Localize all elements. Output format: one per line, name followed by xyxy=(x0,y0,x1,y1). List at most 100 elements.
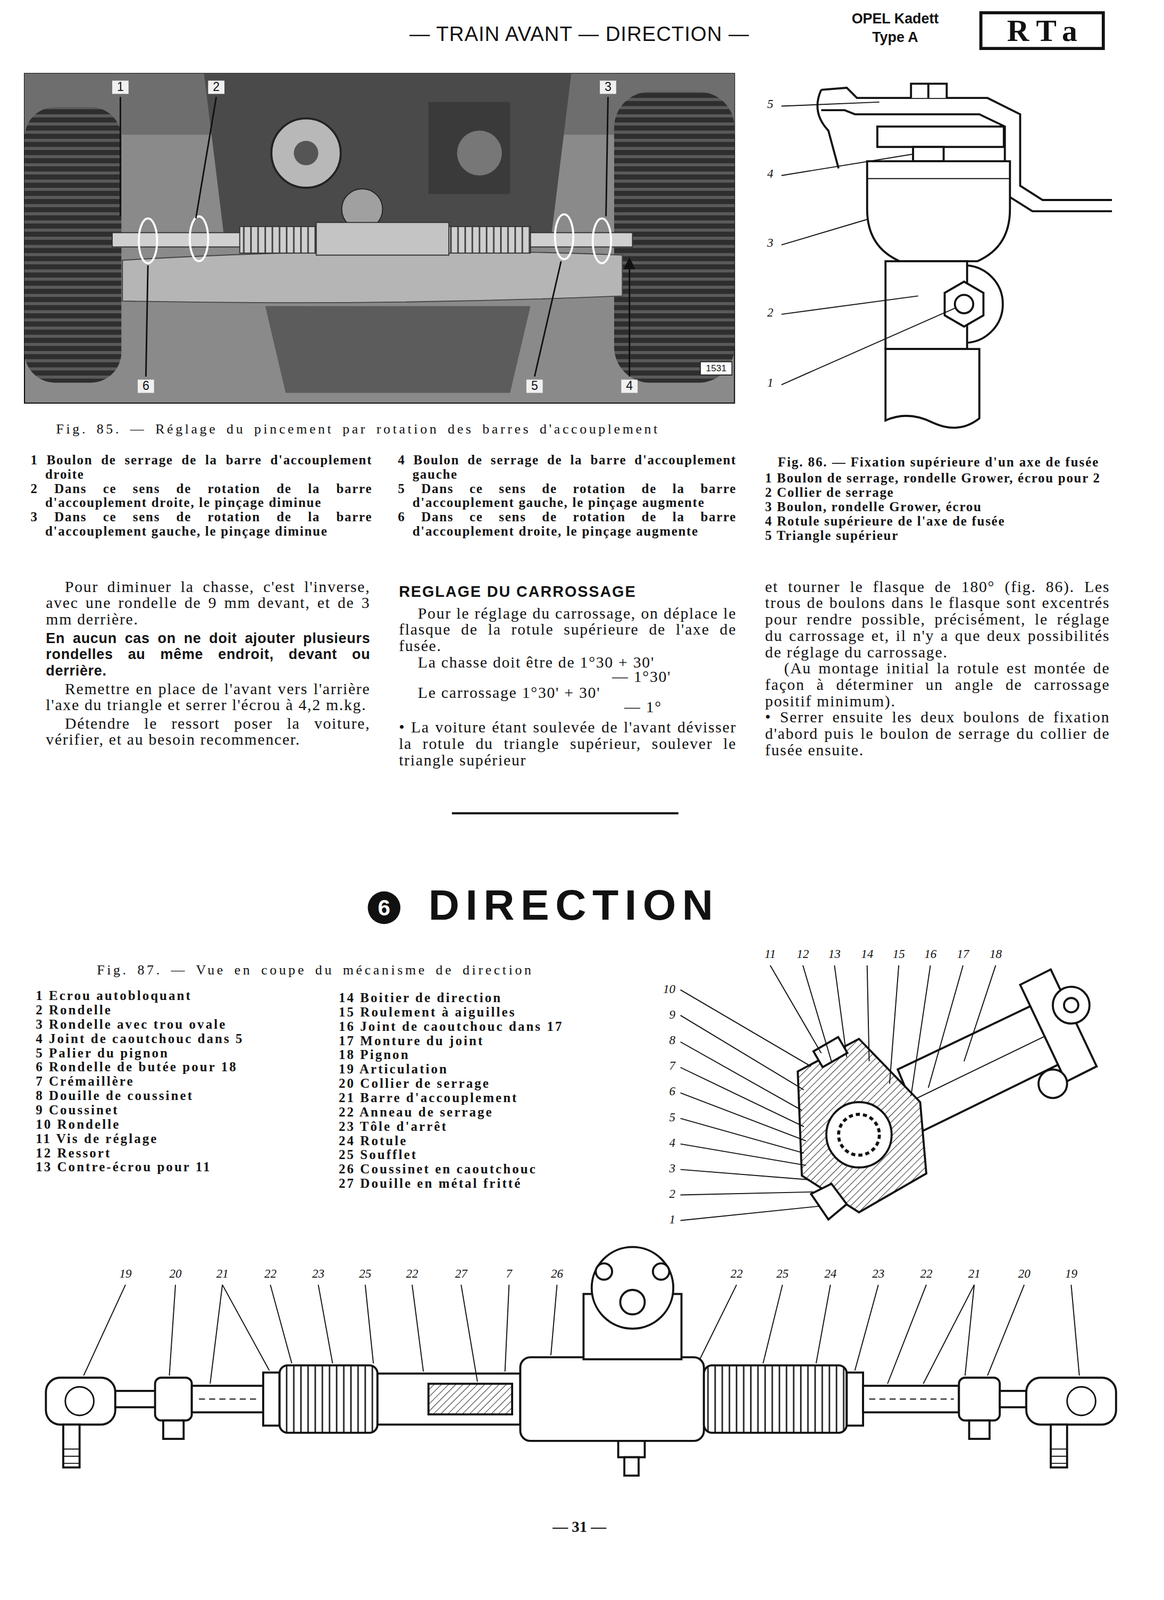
drawing-fig86 xyxy=(944,281,984,327)
legend-item: 9 Coussinet xyxy=(35,1102,332,1118)
body-text: • Serrer ensuite les deux boulons de fix… xyxy=(765,708,1110,758)
node-text: RTa xyxy=(998,14,1086,47)
drawing-steering-rack xyxy=(618,1440,646,1457)
callout-number: 21 xyxy=(211,1267,234,1281)
drawing-steering-rack xyxy=(550,1284,558,1355)
callout-number: 5 xyxy=(648,1110,676,1124)
drawing-steering-rack xyxy=(318,1284,333,1363)
drawing-steering-rack xyxy=(377,1372,521,1425)
section-number-disc: 6 xyxy=(367,890,401,925)
callout-number: 25 xyxy=(771,1267,794,1281)
callout-number: 19 xyxy=(114,1267,137,1281)
body-text: Détendre le ressort poser la voiture, vé… xyxy=(45,715,371,748)
drawing-steering-box xyxy=(834,965,847,1058)
photo-fig85 xyxy=(534,261,561,377)
drawing-steering-rack xyxy=(505,1284,510,1371)
drawing-steering-rack xyxy=(923,1284,975,1384)
disc-shape xyxy=(367,891,401,924)
drawing-steering-box xyxy=(1038,1069,1068,1099)
drawing-steering-box xyxy=(928,965,963,1088)
photo-fig85 xyxy=(204,73,572,240)
drawing-steering-rack xyxy=(83,1284,126,1376)
drawing-steering-box xyxy=(802,965,832,1061)
drawing-steering-box xyxy=(797,1038,927,1212)
callout-number: 5 xyxy=(761,97,779,112)
drawing-fig86 xyxy=(927,83,930,98)
photo-fig85 xyxy=(448,226,531,254)
photo-fig85 xyxy=(265,306,531,393)
legend-item: 3 Dans ce sens de rotation de la barre d… xyxy=(30,509,373,539)
drawing-steering-rack xyxy=(222,1284,270,1370)
drawing-steering-rack xyxy=(987,1284,1025,1376)
photo-fig85 xyxy=(138,218,158,264)
drawing-steering-box xyxy=(813,1036,848,1068)
photo-fig85 xyxy=(120,96,630,377)
drawing-steering-rack xyxy=(869,1397,954,1400)
callout-number: 1 xyxy=(761,376,779,390)
callout-number: 2 xyxy=(648,1187,676,1201)
drawing-steering-rack xyxy=(816,1284,831,1363)
legend-item: 2 Dans ce sens de rotation de la barre d… xyxy=(30,481,373,510)
callout-number: 10 xyxy=(648,982,676,996)
drawing-steering-box xyxy=(964,965,996,1061)
legend-item: 5 Dans ce sens de rotation de la barre d… xyxy=(397,481,737,510)
drawing-steering-box xyxy=(680,965,1097,1221)
drawing-steering-rack xyxy=(958,1377,1000,1421)
drawing-steering-box xyxy=(1052,986,1090,1024)
legend-item: 17 Monture du joint xyxy=(338,1033,646,1048)
legend-item: 5 Palier du pignon xyxy=(35,1045,332,1060)
callout-number: 23 xyxy=(867,1267,890,1281)
callout-number: 4 xyxy=(761,167,779,181)
figure-caption: Fig. 85. — Réglage du pincement par rota… xyxy=(56,421,751,438)
drawing-steering-rack xyxy=(163,1420,184,1439)
drawing-steering-rack xyxy=(1067,1386,1096,1415)
photo-fig85 xyxy=(294,140,319,166)
callout-number: 27 xyxy=(449,1267,473,1281)
callout-number: 18 xyxy=(985,947,1006,961)
drawing-steering-rack xyxy=(969,1420,990,1439)
drawing-steering-box xyxy=(680,1143,807,1166)
photo-fig85 xyxy=(606,96,609,216)
photo-fig85 xyxy=(24,73,735,404)
photo-fig85 xyxy=(145,265,148,377)
callout-number: 26 xyxy=(545,1267,568,1281)
legend-item: 7 Crémaillère xyxy=(35,1074,332,1089)
callout-number: 22 xyxy=(400,1267,424,1281)
make-label: OPEL Kadett xyxy=(831,10,960,28)
callout-number: 19 xyxy=(1059,1267,1083,1281)
body-text: et tourner le flasque de 180° (fig. 86).… xyxy=(765,578,1110,660)
callout-number: 13 xyxy=(824,947,845,961)
drawing-steering-rack xyxy=(63,1448,80,1463)
drawing-steering-rack xyxy=(763,1284,783,1363)
drawing-fig86 xyxy=(877,126,1004,147)
callout-number: 20 xyxy=(164,1267,187,1281)
callout-number: 4 xyxy=(648,1135,676,1150)
callout-number: 11 xyxy=(759,947,781,961)
photo-fig85 xyxy=(428,102,510,195)
legend-item: 23 Tôle d'arrêt xyxy=(338,1119,646,1134)
callout-number: 2 xyxy=(207,80,225,95)
separator-rule xyxy=(451,811,679,815)
drawing-fig86 xyxy=(885,348,980,428)
legend-item: 20 Collier de serrage xyxy=(338,1076,646,1091)
drawing-steering-box xyxy=(680,1118,805,1153)
drawing-steering-rack xyxy=(198,1397,261,1400)
callout-number: 17 xyxy=(952,947,974,961)
legend-item: 2 Rondelle xyxy=(35,1002,332,1018)
drawing-steering-rack xyxy=(699,1284,737,1359)
callout-number: 12 xyxy=(792,947,814,961)
tolerance-text: Le carrossage 1°30' + 30' xyxy=(398,684,737,701)
logo-box: RTa xyxy=(979,11,1105,50)
drawing-steering-box xyxy=(680,1092,807,1141)
drawing-steering-rack xyxy=(65,1386,95,1415)
tolerance-text: — 1° xyxy=(624,698,727,716)
photo-fig85 xyxy=(24,106,122,383)
drawing-steering-box xyxy=(680,1169,809,1180)
legend-item: 13 Contre-écrou pour 11 xyxy=(35,1159,332,1175)
callout-number: 21 xyxy=(962,1267,986,1281)
drawing-fig86 xyxy=(781,83,1113,428)
callout-number: 3 xyxy=(761,236,779,250)
legend-item: 3 Rondelle avec trou ovale xyxy=(35,1017,332,1032)
